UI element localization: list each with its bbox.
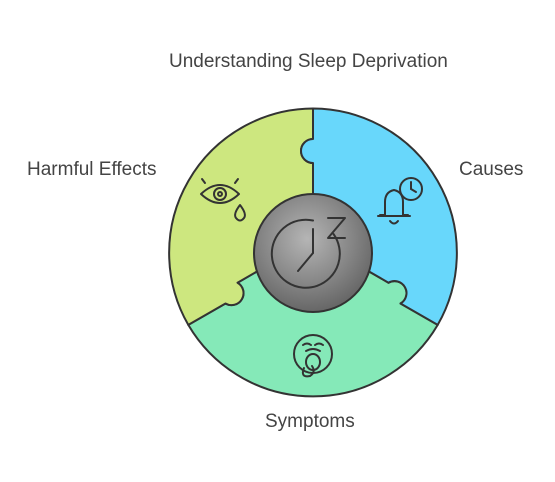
center-hub <box>253 193 373 313</box>
alarm-clock-icon <box>377 177 423 225</box>
crying-eye-icon <box>200 178 246 222</box>
label-symptoms: Symptoms <box>265 411 355 432</box>
diagram-title: Understanding Sleep Deprivation <box>169 51 448 72</box>
label-causes: Causes <box>459 159 524 180</box>
sleep-clock-icon <box>270 217 346 289</box>
yawning-face-icon <box>293 334 333 378</box>
label-harmful-effects: Harmful Effects <box>27 159 157 180</box>
